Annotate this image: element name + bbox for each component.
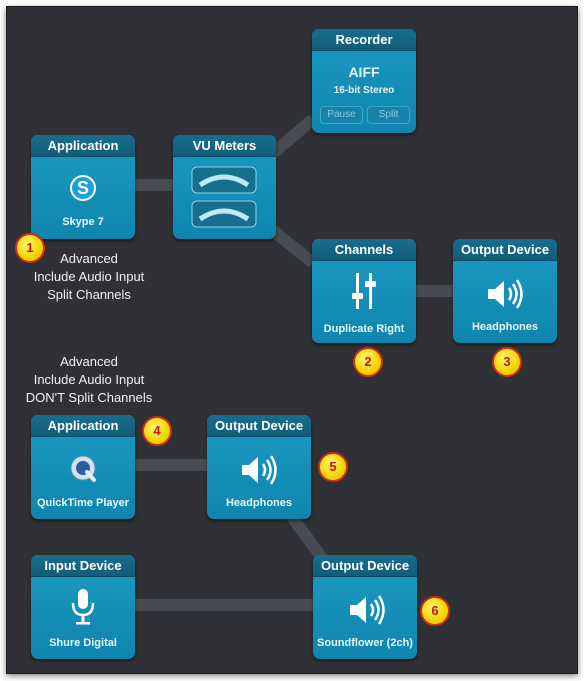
speaker-icon <box>242 455 277 485</box>
skype-icon: S <box>70 175 96 201</box>
sliders-icon <box>352 273 376 309</box>
note-line: Split Channels <box>47 287 131 302</box>
recorder-format: AIFF <box>348 64 380 80</box>
note-split-channels: Advanced Include Audio Input Split Chann… <box>21 250 157 304</box>
application-label-2: QuickTime Player <box>36 497 130 509</box>
split-button[interactable]: Split <box>367 106 410 124</box>
application-node-quicktime[interactable]: Application QuickTime Player <box>31 415 135 519</box>
output-device-node-headphones-1[interactable]: Output Device Headphones <box>453 239 557 343</box>
channels-label: Duplicate Right <box>323 323 405 335</box>
speaker-icon <box>488 279 523 309</box>
output-device-label: Headphones <box>471 321 538 333</box>
diagram-canvas: Recorder AIFF 16-bit Stereo Pause Split … <box>6 6 578 674</box>
channels-node[interactable]: Channels Duplicate Right <box>312 239 416 343</box>
note-dont-split-channels: Advanced Include Audio Input DON'T Split… <box>15 353 163 407</box>
output-device-label-2: Headphones <box>225 497 292 509</box>
note-line: Include Audio Input <box>33 269 145 284</box>
step-badge-1: 1 <box>15 233 45 263</box>
recorder-title: Recorder <box>312 29 416 51</box>
pause-button[interactable]: Pause <box>320 106 363 124</box>
input-device-node[interactable]: Input Device Shure Digital <box>31 555 135 659</box>
application-title: Application <box>31 135 135 157</box>
output-device-title-3: Output Device <box>313 555 417 577</box>
microphone-icon <box>71 589 95 625</box>
step-badge-5: 5 <box>318 452 348 482</box>
output-device-title: Output Device <box>453 239 557 261</box>
input-device-label: Shure Digital <box>49 637 117 649</box>
note-line: Advanced <box>60 354 118 369</box>
note-line: Advanced <box>60 251 118 266</box>
output-device-title-2: Output Device <box>207 415 311 437</box>
link-app2-out2 <box>135 459 207 471</box>
input-device-title: Input Device <box>31 555 135 577</box>
channels-title: Channels <box>312 239 416 261</box>
step-badge-3: 3 <box>492 347 522 377</box>
link-app1-vu <box>135 179 173 191</box>
note-line: DON'T Split Channels <box>25 390 153 405</box>
quicktime-icon <box>70 455 96 482</box>
output-device-node-soundflower[interactable]: Output Device Soundflower (2ch) <box>313 555 417 659</box>
vu-meters-title: VU Meters <box>173 135 276 157</box>
link-channels-out1 <box>415 285 453 297</box>
step-badge-4: 4 <box>142 416 172 446</box>
step-badge-6: 6 <box>420 596 450 626</box>
svg-text:S: S <box>77 178 89 198</box>
note-line: Include Audio Input <box>33 372 145 387</box>
speaker-icon <box>350 595 385 625</box>
recorder-detail: 16-bit Stereo <box>333 85 395 96</box>
vu-meters-node[interactable]: VU Meters <box>173 135 276 239</box>
application-node-skype[interactable]: Application S Skype 7 <box>31 135 135 239</box>
application-label: Skype 7 <box>62 216 104 228</box>
output-device-label-3: Soundflower (2ch) <box>317 637 413 649</box>
link-input-out3 <box>135 599 313 611</box>
application-title-2: Application <box>31 415 135 437</box>
vu-meter-icon <box>191 166 257 228</box>
step-badge-2: 2 <box>353 347 383 377</box>
output-device-node-headphones-2[interactable]: Output Device Headphones <box>207 415 311 519</box>
recorder-node[interactable]: Recorder AIFF 16-bit Stereo Pause Split <box>312 29 416 133</box>
